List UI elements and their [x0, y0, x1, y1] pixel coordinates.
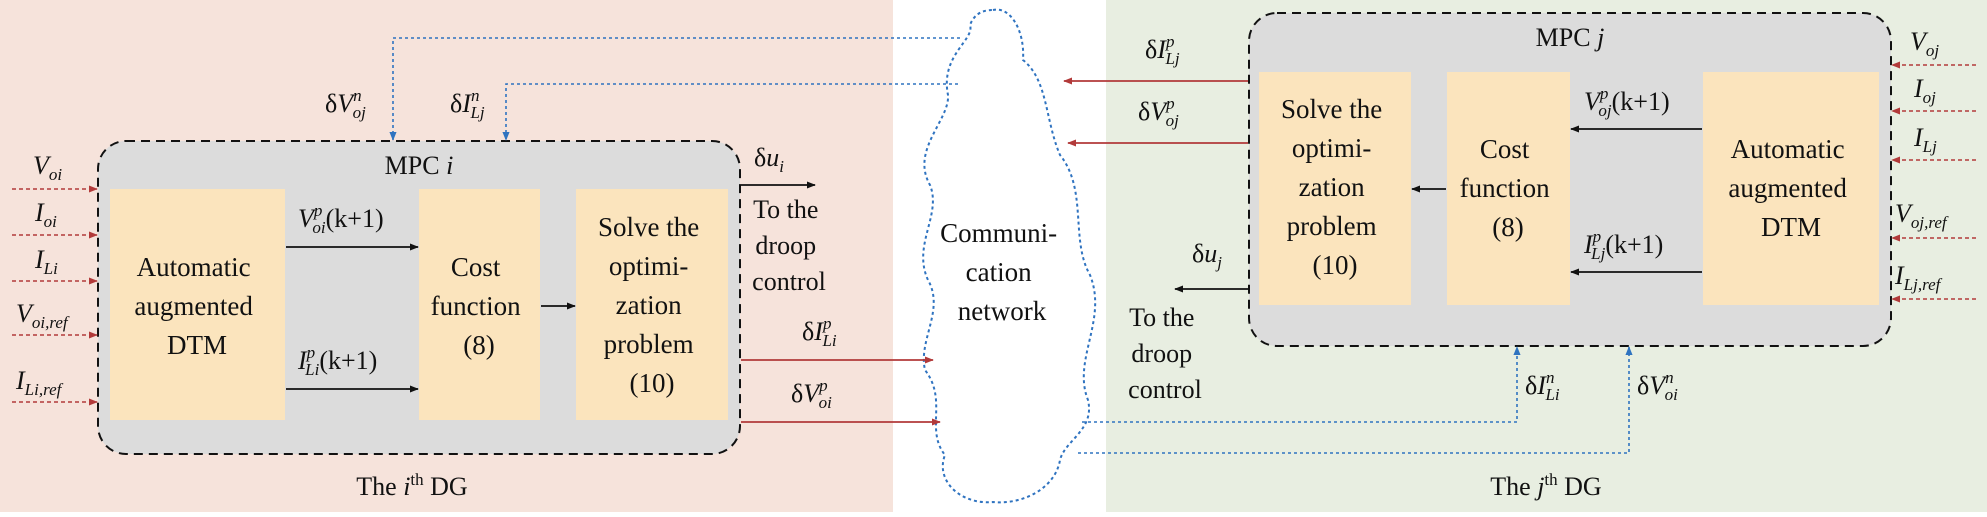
to-droop-j: To the droop control	[1128, 303, 1202, 404]
network-cloud	[922, 8, 1097, 504]
to-droop-i: To the droop control	[752, 195, 826, 296]
control-out-label-i: δui	[754, 143, 784, 176]
solve-block-i-text: Solve the optimi- zation problem (10)	[598, 212, 706, 398]
input-label-i-3: ILi	[34, 245, 58, 278]
cost-block-j	[1447, 72, 1570, 305]
input-label-i-5: ILi,ref	[15, 366, 64, 399]
mpc-j-title: MPC j	[1536, 23, 1605, 52]
mpc-i-title: MPC i	[385, 151, 454, 180]
dtm-block-i-text: Automatic augmented DTM	[134, 252, 259, 360]
network-label: Communi- cation network	[940, 218, 1064, 326]
inputs-j: Voj Ioj ILj Voj,ref ILj,ref	[1894, 27, 1949, 294]
input-label-i-2: Ioi	[34, 198, 57, 231]
cost-block-j-text: Cost function (8)	[1460, 134, 1557, 242]
input-label-j-5: ILj,ref	[1894, 261, 1943, 294]
arrows	[12, 37, 1976, 454]
dtm-block-i	[110, 189, 285, 420]
cost-block-i-text: Cost function (8)	[431, 252, 528, 360]
recv-i-arrow-i	[502, 83, 958, 141]
control-out-label-j: δuj	[1192, 239, 1222, 272]
input-label-j-1: Voj	[1910, 27, 1939, 60]
dtm-block-j	[1703, 72, 1879, 305]
input-label-j-4: Voj,ref	[1895, 199, 1949, 232]
input-label-j-2: Ioj	[1913, 74, 1936, 107]
recv-v-arrow-i	[389, 37, 960, 141]
cost-block-i	[419, 189, 540, 420]
recv-i-arrow-j	[1082, 346, 1521, 423]
input-label-i-4: Voi,ref	[16, 299, 70, 332]
solve-block-j-text: Solve the optimi- zation problem (10)	[1281, 94, 1389, 280]
caption-i: The ith DG	[356, 470, 467, 501]
input-label-i-1: Voi	[33, 151, 62, 184]
dtm-block-j-text: Automatic augmented DTM	[1728, 134, 1853, 242]
inputs-i: Voi Ioi ILi Voi,ref ILi,ref	[15, 151, 70, 399]
caption-j: The jth DG	[1490, 470, 1601, 501]
solve-block-j	[1259, 72, 1411, 305]
solve-block-i	[576, 189, 728, 420]
input-label-j-3: ILj	[1913, 123, 1937, 156]
